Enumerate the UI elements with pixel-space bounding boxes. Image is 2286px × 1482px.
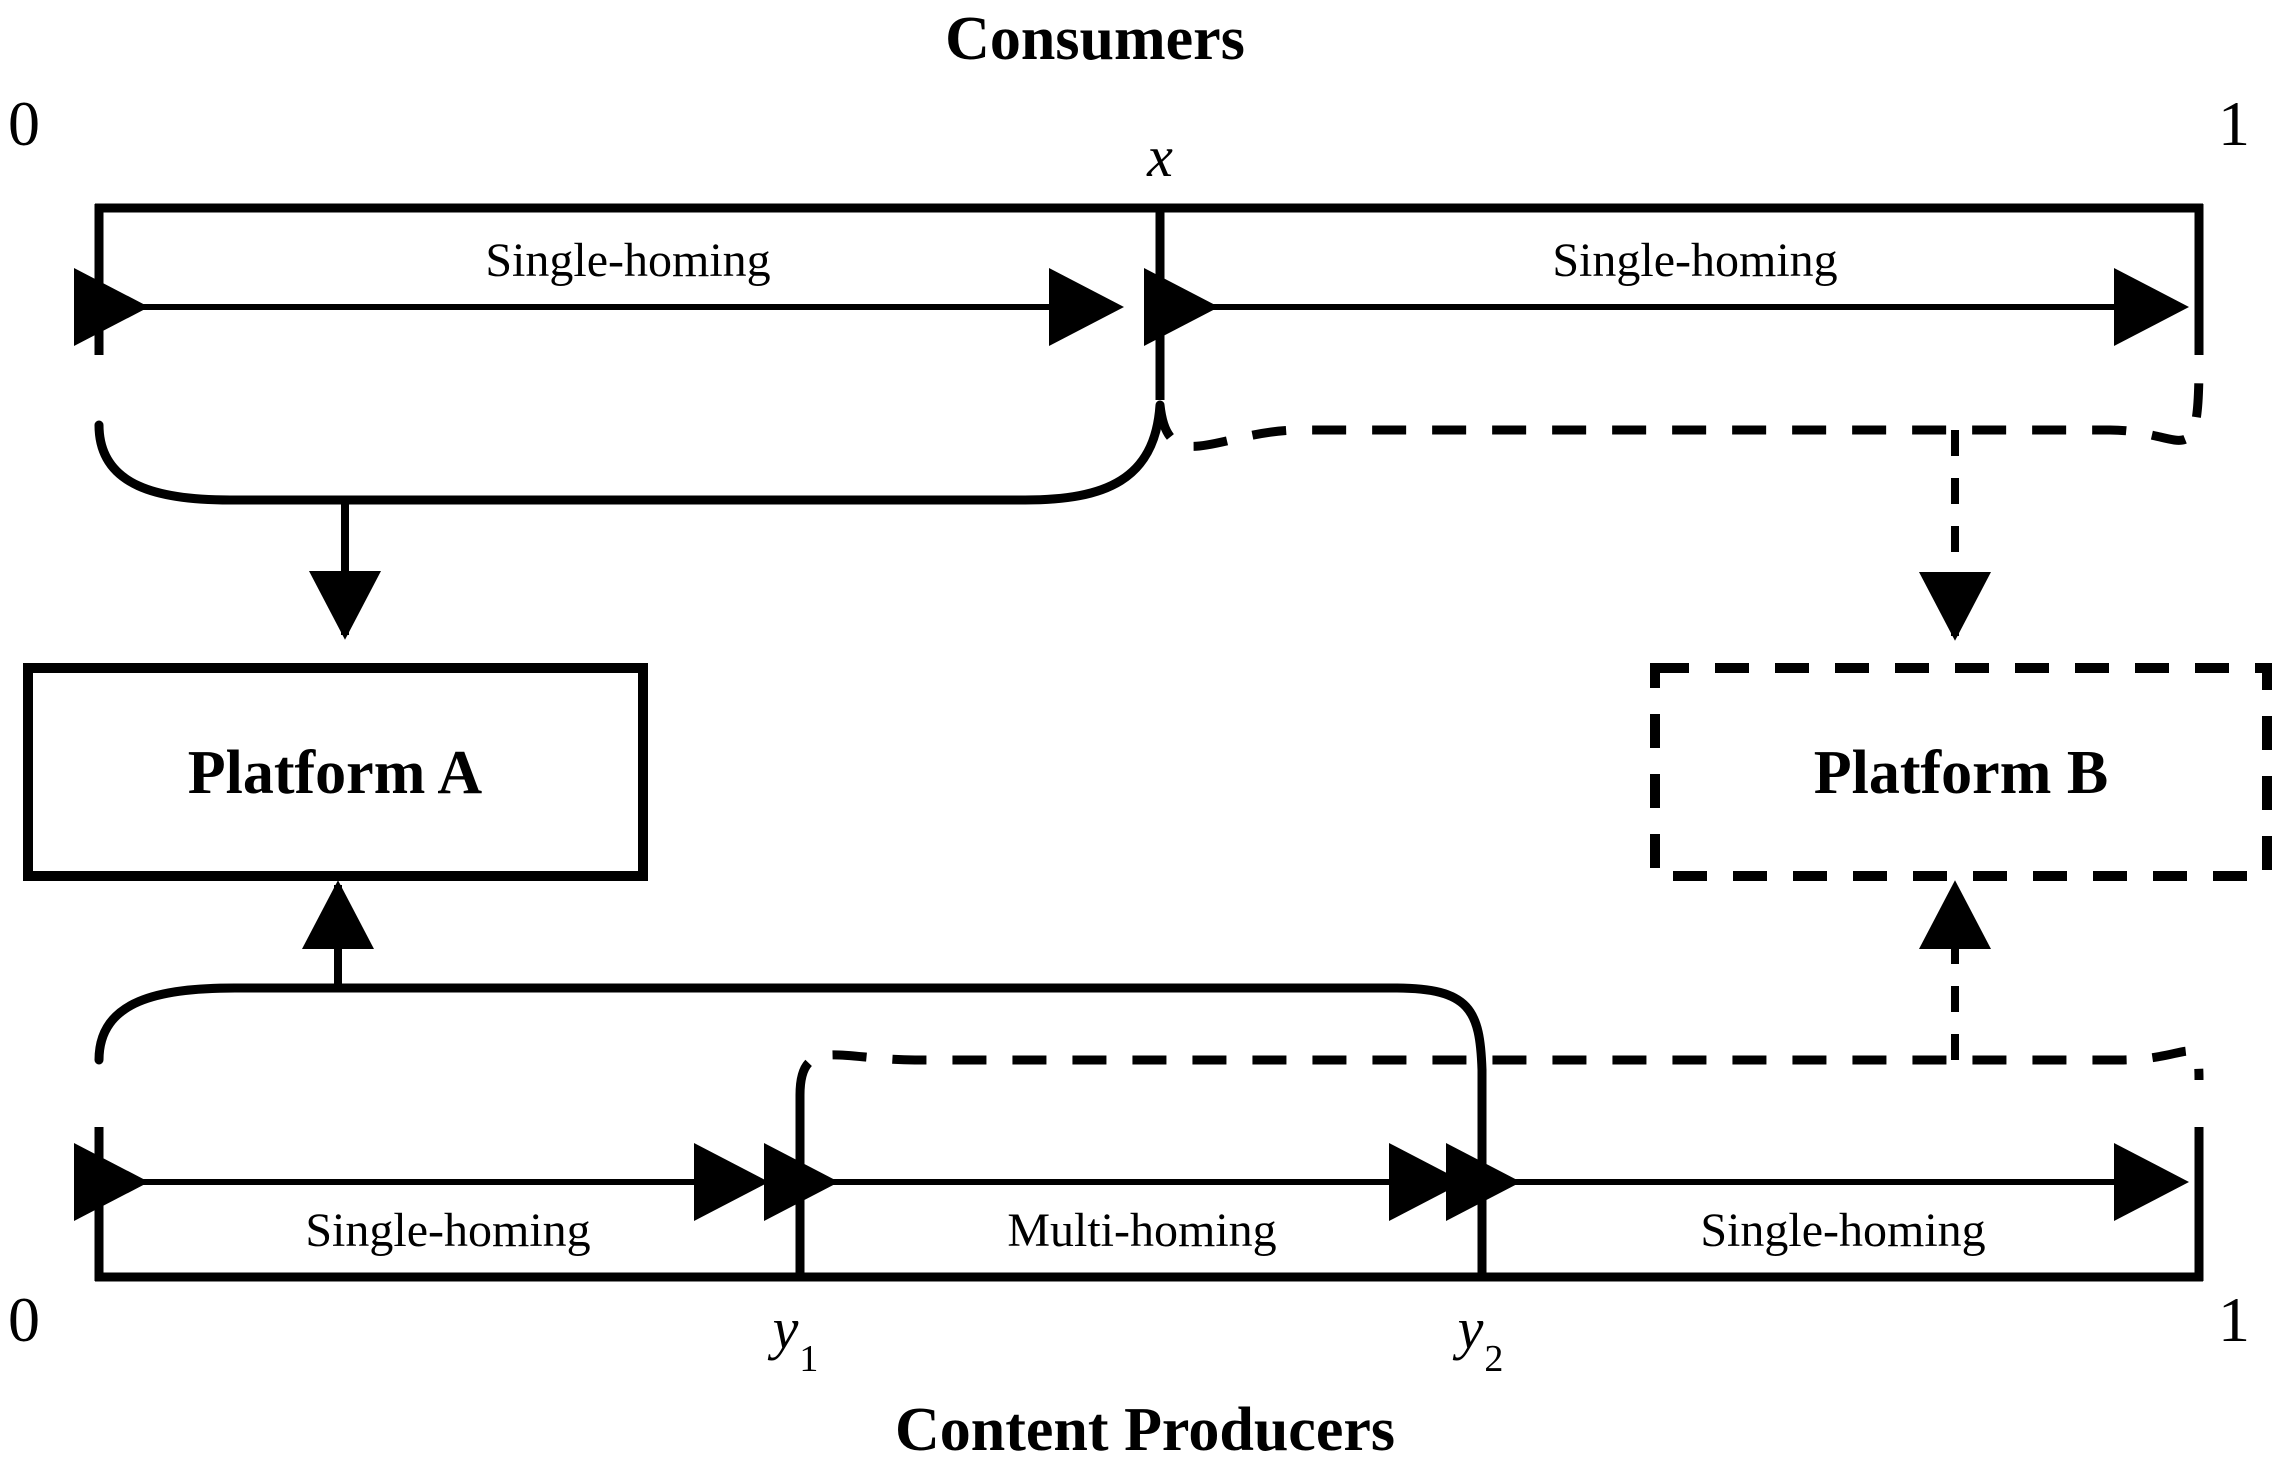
producers-right-segment-label: Single-homing <box>1700 1204 1986 1257</box>
consumers-right-segment-label: Single-homing <box>1552 234 1838 287</box>
y1-subscript: 1 <box>799 1337 819 1380</box>
producers-left-endpoint: 0 <box>8 1284 40 1355</box>
y1-base: y <box>772 1296 799 1361</box>
consumers-left-brace-solid <box>94 400 1165 640</box>
producers-divider-label-y1: y1 <box>773 1300 819 1378</box>
y2-base: y <box>1457 1296 1484 1361</box>
platform-a-label: Platform A <box>187 739 483 807</box>
content-producers-title: Content Producers <box>895 1396 1395 1464</box>
producers-middle-segment-label: Multi-homing <box>1007 1204 1277 1257</box>
platform-b-box <box>1650 663 2272 881</box>
producers-solid-brace <box>94 880 1487 1075</box>
producers-left-segment-label: Single-homing <box>305 1204 591 1257</box>
producers-right-endpoint: 1 <box>2218 1284 2250 1355</box>
consumers-divider-label-x: x <box>1147 124 1173 189</box>
consumers-right-brace-dashed <box>1155 359 2204 641</box>
consumers-axis-bar <box>94 203 2204 400</box>
y2-subscript: 2 <box>1484 1337 1504 1380</box>
consumers-left-segment-label: Single-homing <box>485 234 771 287</box>
platform-b-label: Platform B <box>1813 739 2109 807</box>
producers-dashed-brace <box>795 880 2204 1096</box>
consumers-right-endpoint: 1 <box>2218 88 2250 159</box>
consumers-left-endpoint: 0 <box>8 88 40 159</box>
platform-a-box <box>23 663 648 881</box>
consumers-title: Consumers <box>945 5 1245 73</box>
producers-divider-label-y2: y2 <box>1458 1300 1504 1378</box>
